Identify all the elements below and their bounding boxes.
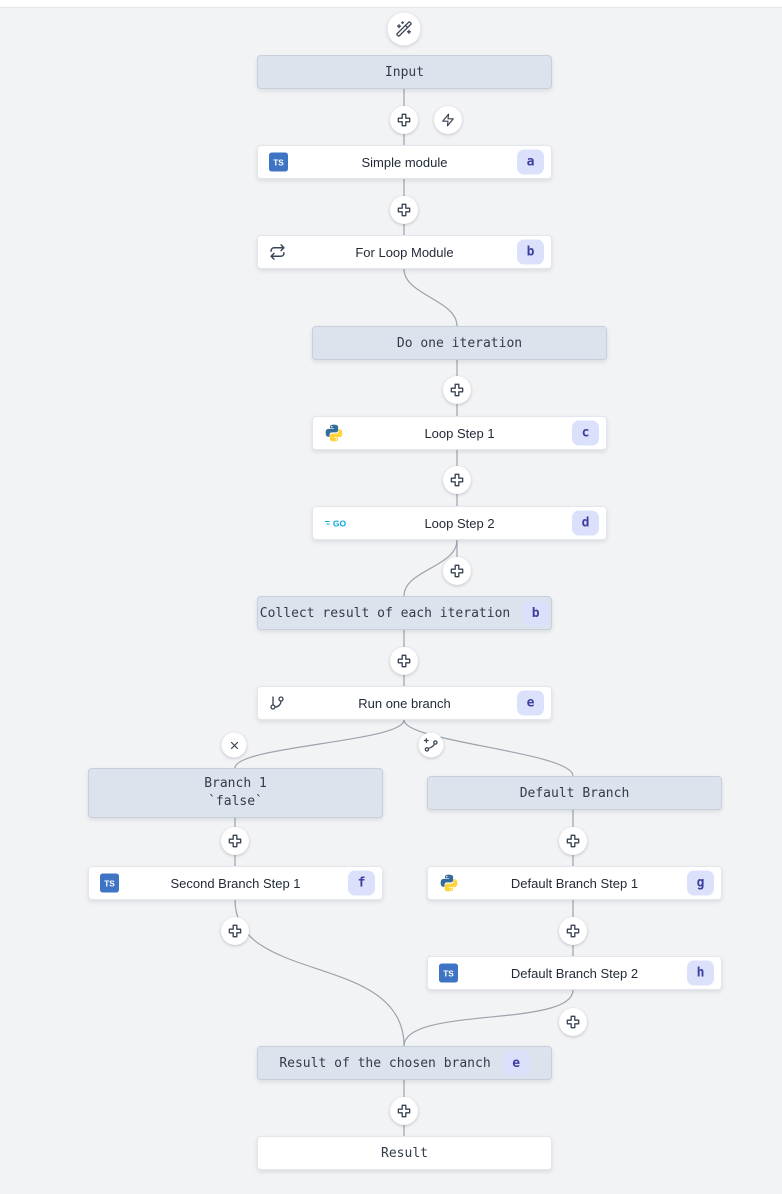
step-id-badge: b: [522, 600, 550, 626]
node-label: Default Branch Step 2: [510, 965, 639, 981]
top-bar: [0, 0, 782, 8]
repeat-icon: [269, 244, 286, 261]
remove-branch-button[interactable]: [221, 732, 247, 758]
node-label: Branch 1: [204, 776, 267, 791]
git-branch-icon: [269, 695, 285, 711]
flow-node-simple-module[interactable]: TS Simple module a: [257, 145, 552, 179]
split-branch-icon: [423, 738, 439, 753]
plus-icon: [396, 1103, 412, 1119]
flow-node-result-chosen-branch[interactable]: Result of the chosen branch e: [257, 1046, 552, 1080]
add-branch-button[interactable]: [418, 732, 444, 758]
node-label: Input: [384, 64, 425, 80]
zap-icon: [441, 113, 455, 127]
node-label: Simple module: [361, 154, 448, 170]
wand-sparkles-icon: [396, 21, 413, 38]
magic-wand-button[interactable]: [387, 12, 421, 46]
add-step-button[interactable]: [390, 106, 418, 134]
node-sublabel: `false`: [208, 794, 263, 809]
step-id-badge: a: [517, 149, 544, 175]
node-label: Collect result of each iteration: [259, 605, 511, 621]
add-step-button[interactable]: [443, 557, 471, 585]
step-id-badge: e: [517, 690, 544, 716]
python-icon: [439, 873, 459, 893]
plus-icon: [396, 112, 412, 128]
add-step-button[interactable]: [443, 376, 471, 404]
add-step-button[interactable]: [559, 827, 587, 855]
flow-node-loop-step-1[interactable]: Loop Step 1 c: [312, 416, 607, 450]
flow-node-second-branch-step-1[interactable]: TS Second Branch Step 1 f: [88, 866, 383, 900]
node-label: Result: [381, 1145, 428, 1161]
plus-icon: [565, 1014, 581, 1030]
plus-icon: [396, 653, 412, 669]
add-step-button[interactable]: [221, 827, 249, 855]
x-icon: [228, 739, 240, 751]
trigger-zap-button[interactable]: [434, 106, 462, 134]
flow-node-input[interactable]: Input: [257, 55, 552, 89]
node-label: Loop Step 2: [424, 515, 495, 531]
plus-icon: [227, 923, 243, 939]
add-step-button[interactable]: [559, 917, 587, 945]
node-label: Default Branch: [519, 785, 630, 801]
node-label: Do one iteration: [396, 335, 523, 351]
add-step-button[interactable]: [443, 466, 471, 494]
flow-node-default-branch-step-1[interactable]: Default Branch Step 1 g: [427, 866, 722, 900]
plus-icon: [449, 382, 465, 398]
step-id-badge: d: [572, 510, 599, 536]
flow-node-loop-step-2[interactable]: GO Loop Step 2 d: [312, 506, 607, 540]
step-id-badge: b: [517, 239, 544, 265]
svg-text:TS: TS: [273, 158, 284, 168]
python-icon: [324, 423, 344, 443]
typescript-icon: TS: [439, 963, 458, 983]
node-label: Run one branch: [358, 695, 451, 711]
step-id-badge: h: [687, 960, 714, 986]
svg-text:TS: TS: [104, 879, 115, 889]
add-step-button[interactable]: [221, 917, 249, 945]
step-id-badge: e: [502, 1050, 530, 1076]
step-id-badge: f: [348, 870, 375, 896]
add-step-button[interactable]: [390, 196, 418, 224]
node-label: Result of the chosen branch: [279, 1055, 491, 1071]
plus-icon: [449, 472, 465, 488]
flow-node-default-branch-step-2[interactable]: TS Default Branch Step 2 h: [427, 956, 722, 990]
add-step-button[interactable]: [390, 1097, 418, 1125]
flow-node-result[interactable]: Result: [257, 1136, 552, 1170]
add-step-button[interactable]: [390, 647, 418, 675]
go-icon: GO: [324, 517, 350, 530]
typescript-icon: TS: [100, 873, 119, 893]
node-label: Loop Step 1: [424, 425, 495, 441]
step-id-badge: g: [687, 870, 714, 896]
flow-node-run-one-branch[interactable]: Run one branch e: [257, 686, 552, 720]
svg-text:GO: GO: [333, 518, 347, 528]
plus-icon: [449, 563, 465, 579]
node-label: Second Branch Step 1: [170, 875, 301, 891]
flow-node-for-loop-module[interactable]: For Loop Module b: [257, 235, 552, 269]
plus-icon: [396, 202, 412, 218]
node-label: For Loop Module: [355, 244, 454, 260]
node-label: Default Branch Step 1: [510, 875, 639, 891]
svg-text:TS: TS: [443, 969, 454, 979]
flow-node-default-branch[interactable]: Default Branch: [427, 776, 722, 810]
flow-node-collect-result[interactable]: Collect result of each iteration b: [257, 596, 552, 630]
plus-icon: [565, 923, 581, 939]
add-step-button[interactable]: [559, 1008, 587, 1036]
plus-icon: [565, 833, 581, 849]
typescript-icon: TS: [269, 152, 288, 172]
flow-node-branch-1[interactable]: Branch 1 `false`: [88, 768, 383, 818]
flow-node-do-one-iteration[interactable]: Do one iteration: [312, 326, 607, 360]
step-id-badge: c: [572, 420, 599, 446]
plus-icon: [227, 833, 243, 849]
